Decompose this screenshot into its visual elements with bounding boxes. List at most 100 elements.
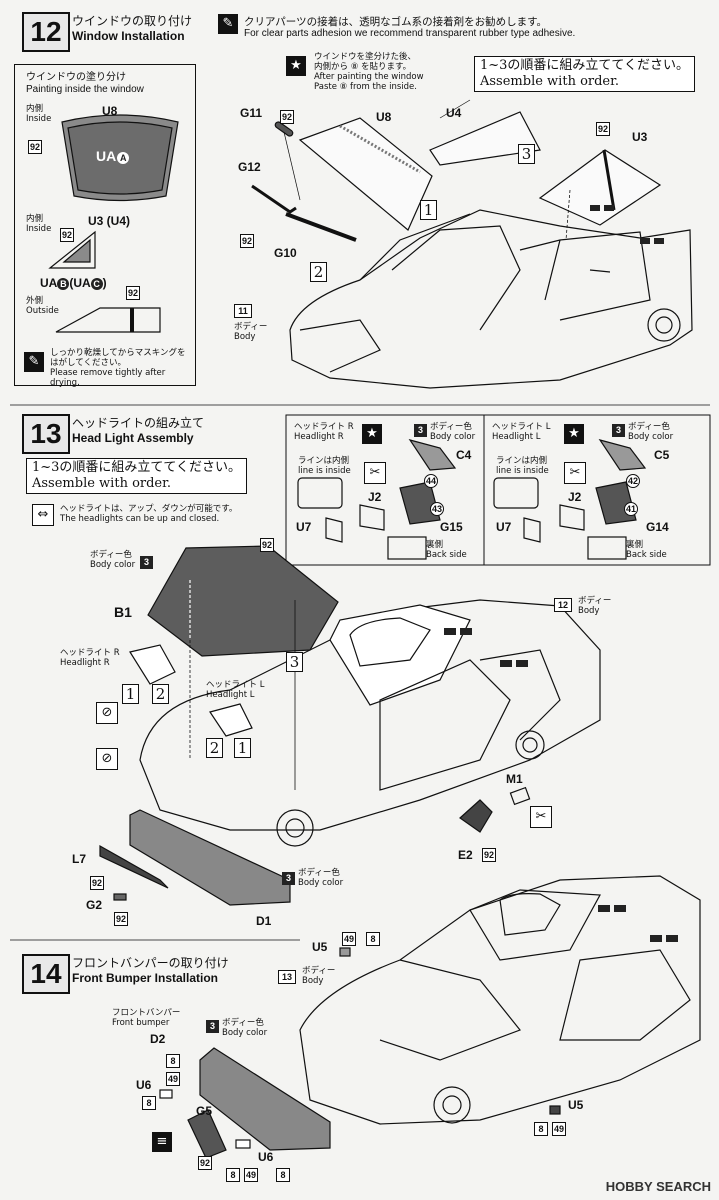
back-side-r: 裏側 Back side	[426, 540, 467, 560]
step-12-title-ja: ウインドウの取り付け	[72, 14, 193, 28]
front-bumper-label: フロントバンパー Front bumper	[112, 1008, 180, 1028]
order-note-13-en: Assemble with order.	[32, 476, 172, 491]
decal-icon: ✂	[530, 806, 552, 828]
ua-b-text: UA	[40, 276, 58, 290]
body-part-13-badge: 13	[278, 970, 296, 984]
order-mark-3: 3	[286, 652, 303, 672]
order-mark-2: 2	[152, 684, 169, 704]
no-glue-icon: ⊘	[96, 702, 118, 724]
decal-8-badge: 8	[534, 1122, 548, 1136]
part-b1: B1	[114, 604, 132, 620]
star-note-ja1: ウインドウを塗分けた後、	[314, 52, 417, 62]
decal-8-badge: 8	[142, 1096, 156, 1110]
step-14-title-en: Front Bumper Installation	[72, 971, 219, 985]
front-bumper-en: Front bumper	[112, 1018, 170, 1028]
body-color-bumper: ボディー色 Body color	[298, 868, 343, 888]
front-bumper-ja: フロントバンパー	[112, 1008, 181, 1018]
order-mark-2: 2	[206, 738, 223, 758]
star-note: ウインドウを塗分けた後、 内側から ⑧ を貼ります。 After paintin…	[314, 52, 454, 92]
headlight-l-label: ヘッドライト L Headlight L	[492, 422, 550, 442]
back-side-l-en: Back side	[626, 550, 667, 560]
headlight-r-main-en: Headlight R	[60, 658, 110, 668]
part-u5-top: U5	[312, 940, 328, 954]
part-c5: C5	[654, 448, 670, 462]
body-label-13-ja: ボディー	[578, 596, 612, 606]
body-label-14-en: Body	[302, 976, 324, 986]
painting-box	[14, 64, 196, 386]
body-color-hood-en: Body color	[90, 560, 136, 570]
color-92-badge: 92	[596, 122, 610, 136]
painting-title-en: Painting inside the window	[26, 84, 144, 95]
body-color-3-badge: 3	[414, 424, 427, 437]
step-14-number: 14	[22, 954, 70, 994]
body-label-13: ボディー Body	[578, 596, 611, 616]
step-12-number: 12	[22, 12, 70, 52]
star-note-ja2: 内側から ⑧ を貼ります。	[314, 62, 412, 72]
part-u7-r: U7	[296, 520, 312, 534]
order-note-13-ja: 1~3の順番に組み立ててください。	[32, 460, 242, 475]
part-u3: U3	[632, 130, 648, 144]
step-13-title-en: Head Light Assembly	[72, 431, 194, 445]
back-side-r-ja: 裏側	[426, 540, 444, 550]
part-u7-l: U7	[496, 520, 512, 534]
body-color-3-badge: 3	[282, 872, 295, 885]
part-u8: U8	[376, 110, 392, 124]
order-mark-3: 3	[518, 144, 535, 164]
order-mark-2: 2	[310, 262, 327, 282]
metal-foil-icon: ≡	[152, 1132, 172, 1152]
order-mark-1: 1	[420, 200, 437, 220]
decal-44-badge: 44	[424, 474, 438, 488]
color-92-badge: 92	[60, 228, 74, 242]
ua-b-mark: B	[57, 278, 70, 290]
headlight-l-main: ヘッドライト L Headlight L	[206, 680, 264, 700]
brush-icon: ✎	[218, 14, 238, 34]
updown-note: ヘッドライトは、アップ、ダウンが可能です。 The headlights can…	[60, 504, 280, 524]
step-13-title-ja: ヘッドライトの組み立て	[72, 416, 205, 430]
order-mark-1: 1	[122, 684, 139, 704]
color-92-badge: 92	[482, 848, 496, 862]
body-part-11-badge: 11	[234, 304, 252, 318]
body-label-12-en: Body	[234, 332, 256, 342]
step-12-title-en: Window Installation	[72, 29, 185, 43]
no-glue-icon: ⊘	[96, 748, 118, 770]
headlight-r-en: Headlight R	[294, 432, 344, 442]
color-92-badge: 92	[126, 286, 140, 300]
dry-brush-icon: ✎	[24, 352, 44, 372]
part-g15: G15	[440, 520, 463, 534]
step-12-title: ウインドウの取り付け Window Installation	[72, 14, 192, 44]
decal-42-badge: 42	[626, 474, 640, 488]
headlight-r-main: ヘッドライト R Headlight R	[60, 648, 120, 668]
inside-ja: 内側	[26, 104, 44, 114]
star-icon: ★	[362, 424, 382, 444]
headlight-r-label: ヘッドライト R Headlight R	[294, 422, 354, 442]
body-color-3-badge: 3	[140, 556, 153, 569]
decal-icon: ✂	[364, 462, 386, 484]
adhesive-note-en: For clear parts adhesion we recommend tr…	[244, 28, 576, 39]
masking-note: しっかり乾燥してからマスキングをはがしてください。 Please remove …	[50, 348, 190, 388]
star-icon: ★	[564, 424, 584, 444]
headlight-r-main-ja: ヘッドライト R	[60, 648, 120, 658]
painting-title-ja: ウインドウの塗り分け	[26, 72, 126, 83]
color-92-badge: 92	[280, 110, 294, 124]
body-color-l-ja: ボディー色	[628, 422, 670, 432]
body-color-r: ボディー色 Body color	[430, 422, 475, 442]
line-inside-l-en: line is inside	[496, 466, 549, 476]
color-92-badge: 92	[198, 1156, 212, 1170]
masking-en: Please remove tightly after drying.	[50, 368, 166, 388]
inside-en: Inside	[26, 114, 52, 124]
line-inside-r-ja: ラインは内側	[298, 456, 350, 466]
part-d2: D2	[150, 1032, 166, 1046]
body-label-12: ボディー Body	[234, 322, 267, 342]
outside-en: Outside	[26, 306, 59, 316]
part-u5-right: U5	[568, 1098, 584, 1112]
decal-49-badge: 49	[244, 1168, 258, 1182]
body-label-14: ボディー Body	[302, 966, 335, 986]
line-inside-r: ラインは内側 line is inside	[298, 456, 351, 476]
color-92-badge: 92	[240, 234, 254, 248]
body-color-hood: ボディー色 Body color	[90, 550, 135, 570]
body-color-l-en: Body color	[628, 432, 674, 442]
color-92-badge: 92	[114, 912, 128, 926]
